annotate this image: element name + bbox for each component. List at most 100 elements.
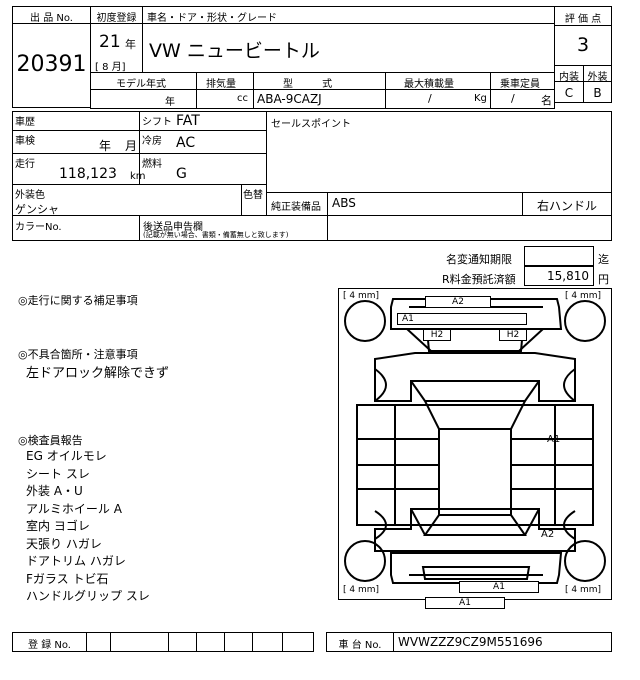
reg-no-label: 登 録 No. — [28, 640, 71, 651]
inspection-month: 月 — [125, 139, 138, 153]
recycle-value: 15,810 — [547, 269, 589, 283]
tire-front-right: [ 4 mm] — [565, 291, 602, 301]
inspection-year: 年 — [99, 139, 112, 153]
chassis-cell: WVWZZZ9CZ9M551696 — [393, 632, 612, 652]
shift-cell: シフト FAT — [139, 111, 267, 131]
cap-unit: 名 — [541, 94, 552, 107]
lot-no: 20391 — [16, 52, 87, 77]
mark-front-top: A2 — [425, 296, 491, 308]
wheel-front-left — [344, 300, 386, 342]
name-change-unit: 迄 — [598, 253, 609, 266]
ac-label: 冷房 — [142, 136, 162, 147]
score: 3 — [576, 34, 590, 56]
spec-value-row — [90, 89, 555, 109]
lot-no-label: 出 品 No. — [30, 13, 73, 24]
note-line: Fガラス トビ石 — [26, 571, 109, 586]
mark-rear-bottom: A1 — [425, 597, 505, 609]
repaint-cell: 色替 — [241, 184, 267, 216]
inspector-heading: ◎検査員報告 — [18, 434, 83, 447]
model-year-unit: 年 — [165, 97, 175, 108]
aftermarket-cell: 後送品申告欄 (記載が無い場合、書類・備蓄無しと致します) — [139, 215, 328, 241]
lot-no-cell: 20391 — [12, 23, 91, 108]
genuine-equipment-label-cell: 純正装備品 — [266, 192, 328, 216]
note-line: 左ドアロック解除できず — [26, 366, 170, 381]
score-label: 評 価 点 — [564, 14, 602, 25]
mileage-label: 走行 — [15, 159, 35, 170]
color-no-cell: カラーNo. — [12, 215, 140, 241]
selling-points-label: セールスポイント — [271, 119, 351, 130]
first-reg-year: 21 — [99, 32, 121, 52]
exterior-color-value: ゲンシャ — [15, 203, 59, 216]
cc-unit: cc — [237, 93, 248, 104]
exterior-label-cell: 外装 — [583, 65, 612, 83]
name-change-label: 名変通知期限 — [446, 253, 512, 266]
genuine-equipment-label: 純正装備品 — [271, 202, 321, 213]
tire-rear-left: [ 4 mm] — [343, 585, 380, 595]
note-line: シート スレ — [26, 466, 90, 481]
year-unit: 年 — [125, 38, 136, 51]
first-reg-label: 初度登録 — [96, 13, 137, 24]
note-line: 室内 ヨゴレ — [26, 519, 90, 533]
type-label: 型 式 — [283, 79, 333, 90]
recycle-unit: 円 — [598, 273, 609, 286]
repaint-label: 色替 — [243, 190, 263, 201]
reg-no-label-cell: 登 録 No. — [12, 632, 87, 652]
first-reg-month: [ 8 月] — [95, 62, 126, 73]
genuine-equipment-cell: ABS — [327, 192, 523, 216]
mark-right-rear: A2 — [541, 529, 555, 540]
displacement-label: 排気量 — [206, 79, 236, 90]
note-line: ドアトリム ハガレ — [26, 554, 126, 568]
mileage-unit: km — [130, 171, 146, 182]
color-no-label: カラーNo. — [15, 222, 62, 233]
exterior-color-cell: 外装色 ゲンシャ — [12, 184, 242, 216]
note-line: 外装 A・U — [26, 484, 83, 498]
ac-value: AC — [176, 135, 196, 151]
wheel-front-right — [564, 300, 606, 342]
wheel-rear-left — [344, 540, 386, 582]
note-line: ハンドルグリップ スレ — [26, 589, 150, 603]
load-slash: / — [428, 92, 432, 105]
aftermarket-label: 後送品申告欄 — [143, 222, 203, 233]
kg-unit: Kg — [474, 93, 487, 104]
car-name-label: 車名・ドア・形状・グレード — [147, 13, 277, 24]
recycle-label: R料金預託済額 — [442, 273, 516, 286]
fuel-value: G — [176, 166, 187, 182]
car-outline-diagram — [344, 298, 606, 584]
name-change-box — [524, 246, 594, 266]
exterior-label: 外装 — [587, 72, 608, 83]
exterior-color-label: 外装色 — [15, 190, 45, 201]
steering-value: 右ハンドル — [536, 199, 597, 213]
tire-rear-right: [ 4 mm] — [565, 585, 602, 595]
exterior-grade-cell: B — [583, 81, 612, 103]
interior-grade: C — [564, 86, 574, 100]
model-year-label: モデル年式 — [116, 79, 166, 90]
mark-pillar-right: H2 — [499, 329, 527, 341]
score-label-cell: 評 価 点 — [554, 6, 612, 26]
recycle-box: 15,810 — [524, 266, 594, 286]
chassis-value: WVWZZZ9CZ9M551696 — [398, 635, 543, 649]
lot-no-label-cell: 出 品 No. — [12, 6, 91, 24]
history-label: 車歴 — [15, 117, 35, 128]
first-reg-label-cell: 初度登録 — [90, 6, 143, 24]
fuel-cell: 燃料 G — [139, 153, 267, 185]
ac-cell: 冷房 AC — [139, 130, 267, 154]
shift-label: シフト — [142, 117, 172, 128]
fuel-label: 燃料 — [142, 159, 162, 170]
reg-no-cell — [86, 632, 314, 652]
inspection-label: 車検 — [15, 136, 35, 147]
interior-grade-cell: C — [554, 81, 584, 103]
chassis-label: 車 台 No. — [338, 640, 382, 651]
driving-notes-heading: ◎走行に関する補足事項 — [18, 294, 138, 307]
tire-front-left: [ 4 mm] — [343, 291, 380, 301]
cap-slash: / — [511, 92, 515, 105]
defects-heading: ◎不具合箇所・注意事項 — [18, 348, 138, 361]
mark-front-left: A1 — [397, 313, 527, 325]
type-value: ABA-9CAZJ — [257, 92, 322, 106]
note-line: 天張り ハガレ — [26, 536, 102, 551]
car-name-label-cell: 車名・ドア・形状・グレード — [142, 6, 555, 24]
interior-label-cell: 内装 — [554, 65, 584, 83]
car-name-cell: VW ニュービートル — [142, 23, 555, 73]
interior-label: 内装 — [559, 72, 579, 83]
shift-value: FAT — [176, 113, 200, 129]
mileage-value: 118,123 — [59, 166, 117, 182]
